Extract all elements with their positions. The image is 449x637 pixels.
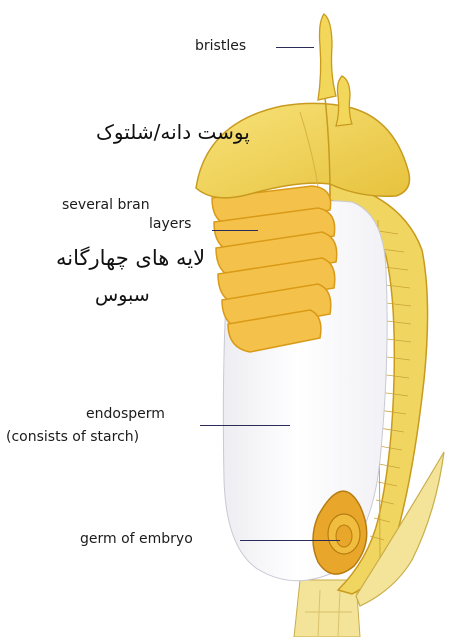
- germ-label: germ of embryo: [80, 531, 193, 548]
- bristles-label: bristles: [195, 38, 246, 55]
- endosperm-label-line2: (consists of starch): [6, 429, 139, 446]
- endosperm-label-line1: endosperm: [86, 406, 165, 423]
- bran-persian-label-line2: سبوس: [95, 284, 150, 306]
- bran-persian-label-line1: لایه های چهارگانه: [56, 246, 205, 270]
- hull-persian-label: پوست دانه/شلتوک: [96, 120, 250, 144]
- bristles-leader-line: [276, 47, 314, 48]
- germ-leader-line: [240, 540, 340, 541]
- bran-label-line1: several bran: [62, 197, 150, 214]
- endosperm-leader-line: [200, 425, 290, 426]
- bran-leader-line: [212, 230, 258, 231]
- bran-label-line2: layers: [149, 216, 191, 233]
- bran-layers: [212, 186, 337, 352]
